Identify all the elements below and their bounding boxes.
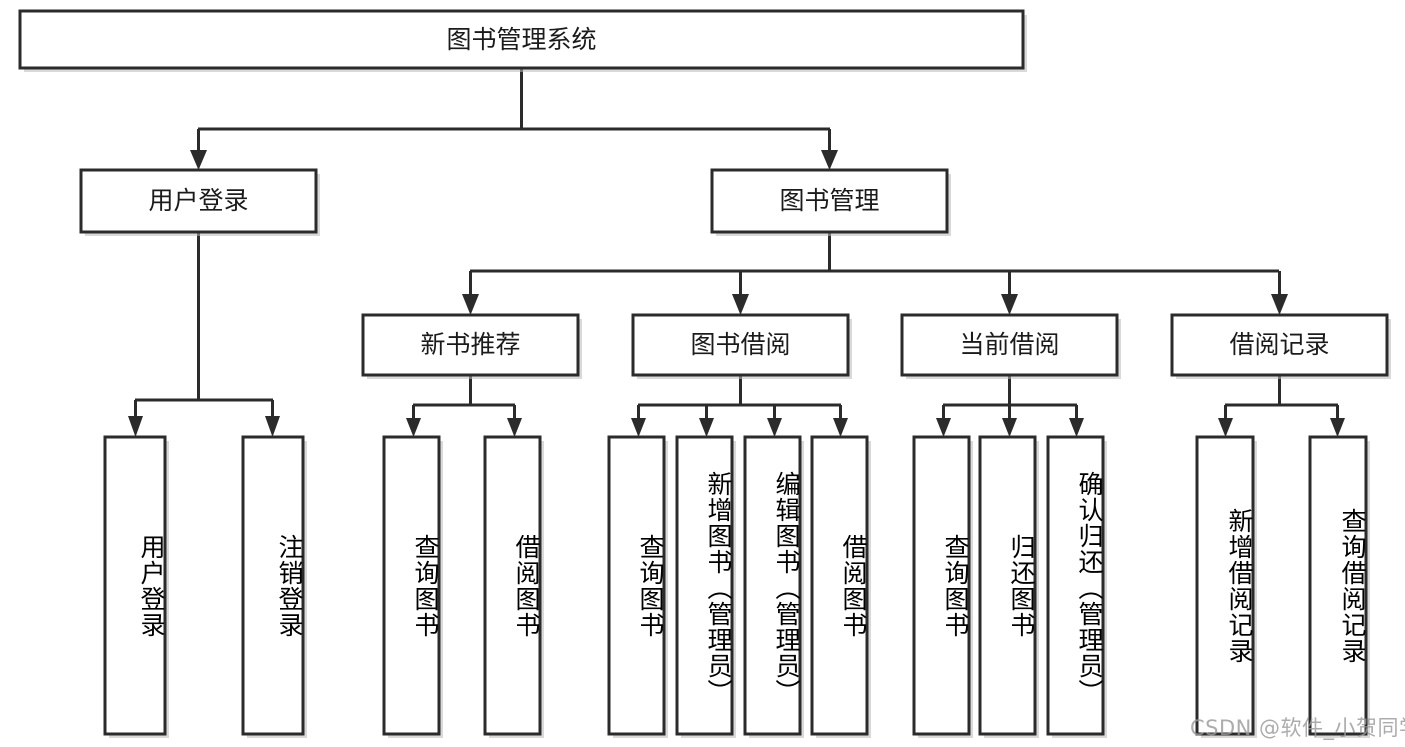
arrowhead-user-login xyxy=(190,150,207,170)
connector-group-new-book-recommend xyxy=(406,375,522,437)
arrowhead-leaf-edit-book xyxy=(767,418,782,437)
connector-group-root xyxy=(190,68,838,170)
node-user-login-box[interactable] xyxy=(79,168,318,234)
leaf-query-book-3-box[interactable] xyxy=(912,435,971,736)
leaf-add-book-box[interactable] xyxy=(675,435,734,736)
node-current-borrow-label: 当前借阅 xyxy=(959,330,1059,359)
arrowhead-new-book-recommend xyxy=(462,294,479,315)
node-book-manage[interactable]: 图书管理 xyxy=(710,168,951,236)
node-book-borrow[interactable]: 图书借阅 xyxy=(631,313,852,379)
connector-group-current-borrow xyxy=(936,375,1084,437)
node-borrow-record-label: 借阅记录 xyxy=(1229,330,1329,359)
arrowhead-book-manage xyxy=(821,150,838,170)
connector-group-book-manage xyxy=(462,232,1288,315)
arrowhead-borrow-record xyxy=(1271,294,1288,315)
leaf-query-record-box[interactable] xyxy=(1308,435,1368,736)
arrowhead-leaf-query-book-3 xyxy=(936,418,951,437)
node-root-box[interactable] xyxy=(18,9,1025,70)
arrowhead-leaf-borrow-book-2 xyxy=(833,418,848,437)
node-book-borrow-label: 图书借阅 xyxy=(690,330,790,359)
arrowhead-leaf-query-record xyxy=(1330,418,1345,437)
csdn-watermark: CSDN @软件_小贺同学 xyxy=(1190,716,1405,740)
leaf-return-book-box[interactable] xyxy=(978,435,1037,736)
connector-group-borrow-record xyxy=(1218,375,1345,437)
node-current-borrow[interactable]: 当前借阅 xyxy=(900,313,1121,379)
node-root[interactable]: 图书管理系统 xyxy=(18,9,1027,72)
node-user-login[interactable]: 用户登录 xyxy=(79,168,320,236)
leaf-user-logout-box[interactable] xyxy=(241,435,305,736)
connector-group-user-login xyxy=(128,232,280,437)
leaf-boxes xyxy=(103,435,1370,738)
node-new-book-recommend[interactable]: 新书推荐 xyxy=(361,313,582,379)
leaf-confirm-return-box[interactable] xyxy=(1046,435,1105,736)
arrowhead-leaf-add-book xyxy=(699,418,714,437)
arrowhead-leaf-user-login xyxy=(128,416,143,437)
connector-group-book-borrow xyxy=(631,375,848,437)
node-borrow-record-box[interactable] xyxy=(1170,313,1389,377)
leaf-add-record-box[interactable] xyxy=(1195,435,1255,736)
leaf-query-book-1-box[interactable] xyxy=(382,435,441,736)
leaf-borrow-book-2-box[interactable] xyxy=(810,435,869,736)
leaf-query-book-2-box[interactable] xyxy=(607,435,666,736)
node-current-borrow-box[interactable] xyxy=(900,313,1119,377)
node-book-borrow-box[interactable] xyxy=(631,313,850,377)
node-new-book-recommend-box[interactable] xyxy=(361,313,580,377)
node-new-book-recommend-label: 新书推荐 xyxy=(420,330,520,359)
arrowhead-current-borrow xyxy=(1001,294,1018,315)
arrowhead-leaf-query-book-2 xyxy=(631,418,646,437)
arrowhead-leaf-borrow-book-1 xyxy=(507,418,522,437)
node-user-login-label: 用户登录 xyxy=(148,186,248,215)
node-book-manage-box[interactable] xyxy=(710,168,949,234)
arrowhead-book-borrow xyxy=(732,294,749,315)
node-borrow-record[interactable]: 借阅记录 xyxy=(1170,313,1391,379)
node-book-manage-label: 图书管理 xyxy=(779,186,879,215)
arrowhead-leaf-confirm-return xyxy=(1069,418,1084,437)
leaf-edit-book-box[interactable] xyxy=(743,435,802,736)
arrowhead-leaf-user-logout xyxy=(265,416,280,437)
leaf-user-login-box[interactable] xyxy=(103,435,167,736)
arrowhead-leaf-query-book-1 xyxy=(406,418,421,437)
arrowhead-leaf-add-record xyxy=(1218,418,1233,437)
leaf-borrow-book-1-box[interactable] xyxy=(483,435,542,736)
node-root-label: 图书管理系统 xyxy=(446,25,596,54)
arrowhead-leaf-return-book xyxy=(1002,418,1017,437)
